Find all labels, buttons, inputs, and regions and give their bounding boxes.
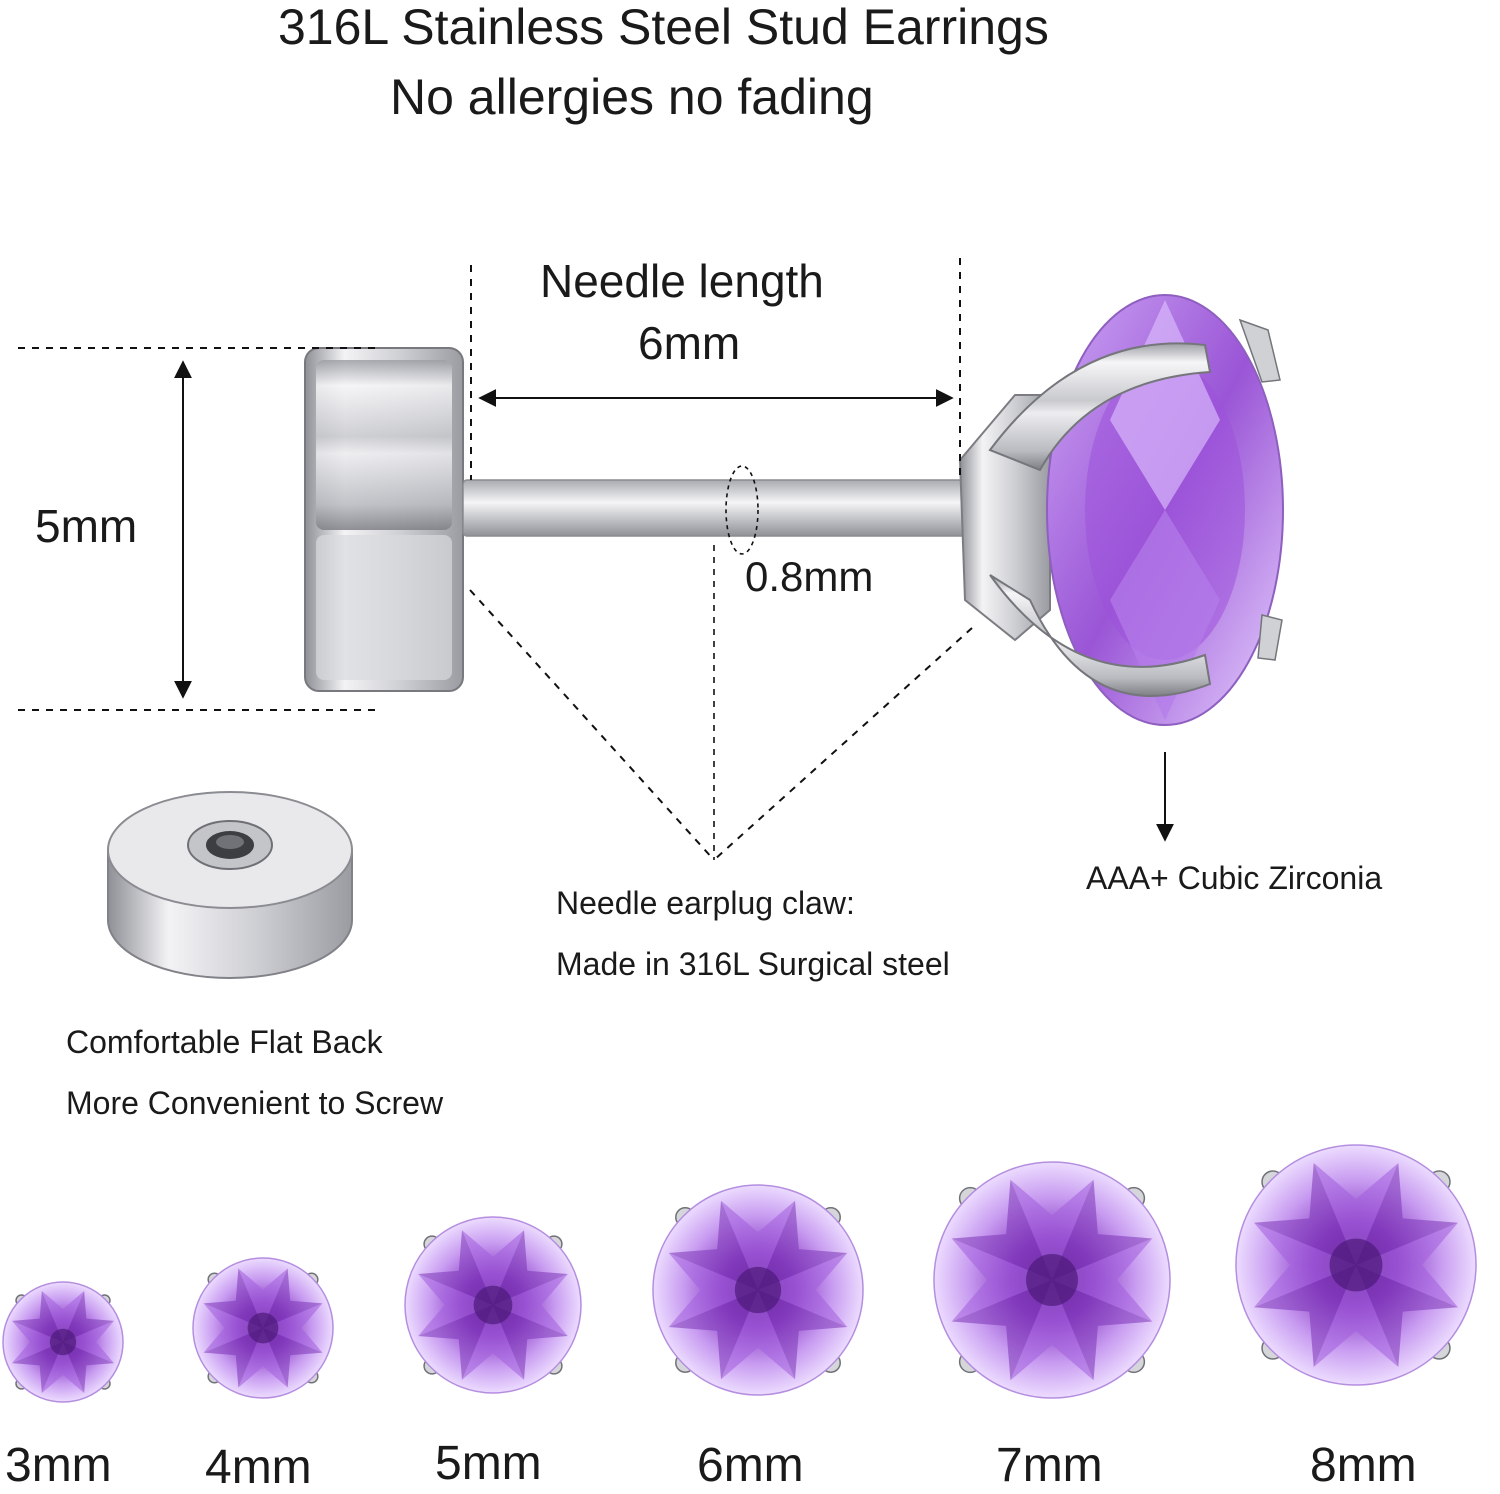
claw-description-line1: Needle earplug claw: [556, 885, 855, 921]
needle-length-value: 6mm [638, 317, 741, 369]
size-label-7mm: 7mm [996, 1439, 1103, 1492]
gem-6mm [652, 1184, 864, 1396]
size-label-3mm: 3mm [5, 1439, 112, 1492]
zirconia-label: AAA+ Cubic Zirconia [1086, 860, 1383, 896]
page-title: 316L Stainless Steel Stud Earrings [278, 0, 1049, 55]
back-description-line2: More Convenient to Screw [66, 1085, 444, 1121]
claw-description-line2: Made in 316L Surgical steel [556, 946, 950, 982]
flat-back-top-view [107, 791, 353, 979]
size-label-5mm: 5mm [435, 1437, 542, 1490]
size-label-6mm: 6mm [697, 1439, 804, 1492]
needle-thickness-label: 0.8mm [745, 553, 874, 600]
gem-size-row [2, 1144, 1477, 1403]
size-label-8mm: 8mm [1310, 1439, 1417, 1492]
back-height-label: 5mm [35, 500, 138, 552]
back-description-line1: Comfortable Flat Back [66, 1024, 383, 1060]
flat-back-side-view [304, 347, 464, 692]
gem-8mm [1235, 1144, 1477, 1386]
gem-setting-side-view [958, 294, 1284, 726]
size-label-4mm: 4mm [205, 1441, 312, 1494]
page-subtitle: No allergies no fading [390, 69, 874, 125]
gem-4mm [192, 1257, 334, 1399]
gem-3mm [2, 1281, 124, 1403]
gem-7mm [933, 1161, 1171, 1399]
gem-5mm [404, 1216, 582, 1394]
needle-length-label: Needle length [540, 255, 824, 307]
dimension-lines [18, 258, 1174, 861]
needle-pin [462, 479, 969, 537]
